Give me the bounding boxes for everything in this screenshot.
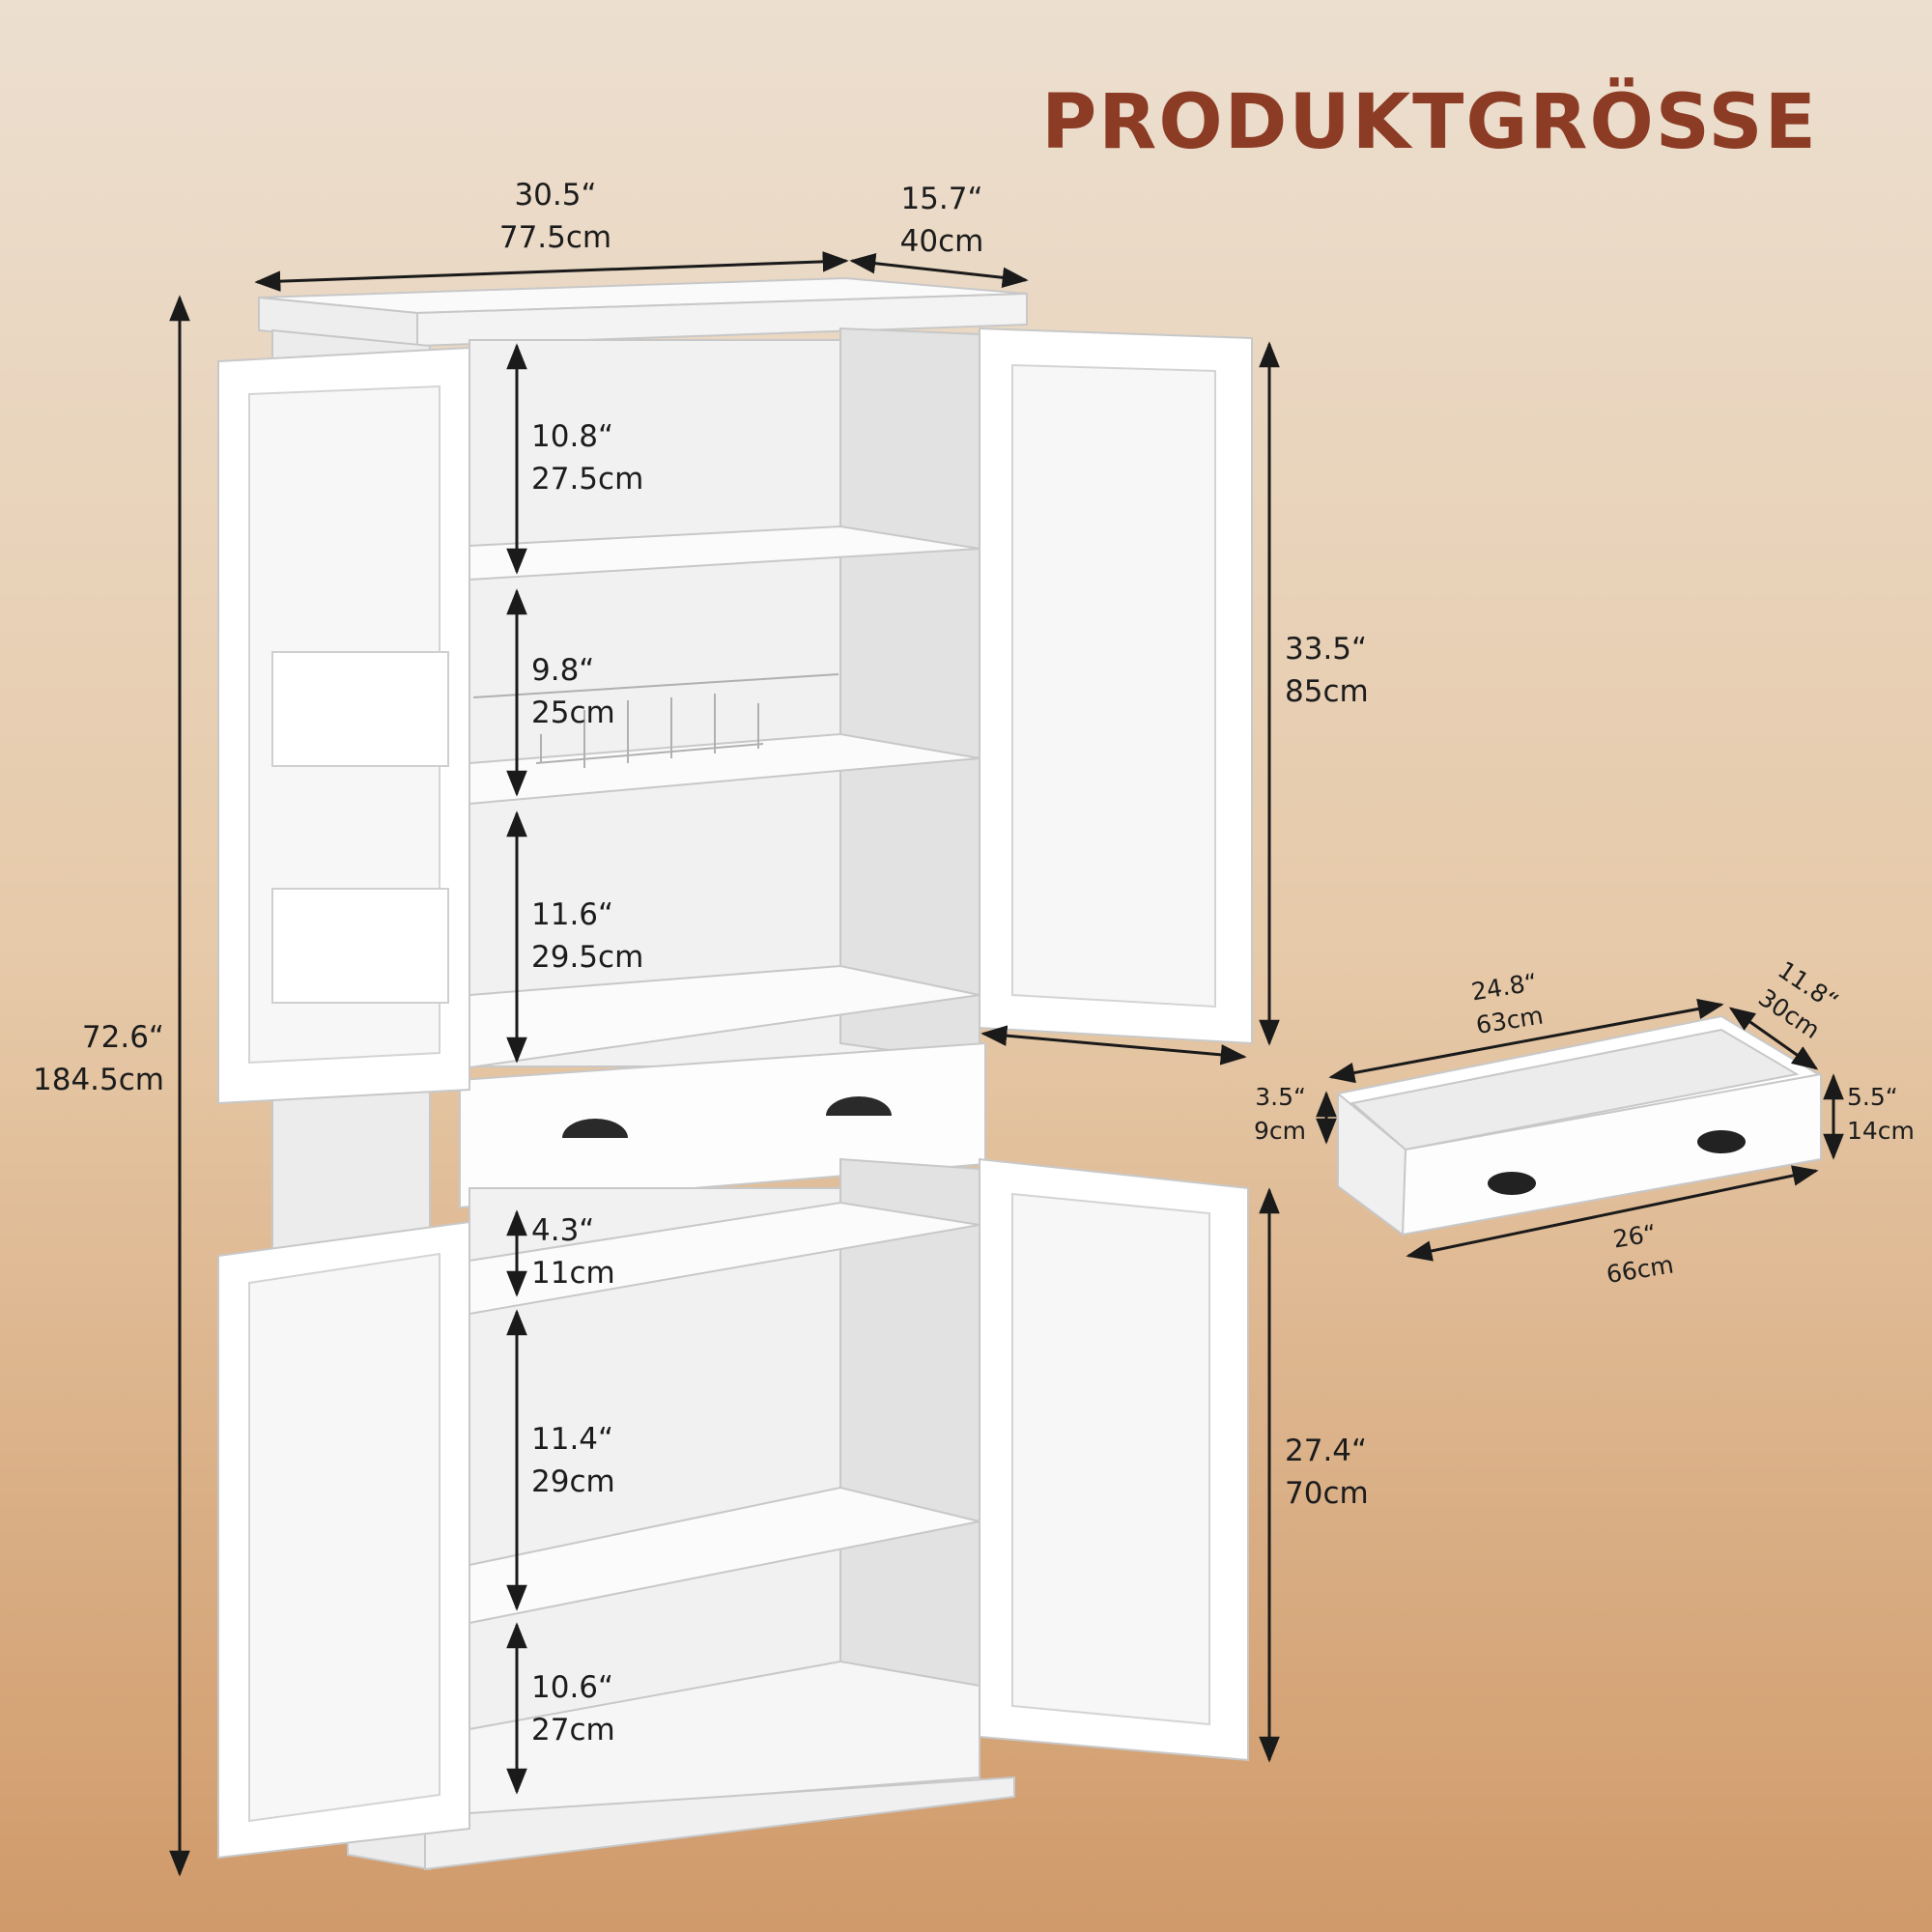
drawer-handle-icon	[1488, 1172, 1536, 1195]
label-top-width: 30.5“77.5cm	[498, 178, 612, 255]
label-shelf-2: 9.8“25cm	[531, 653, 615, 730]
label-lower-shelf-3: 10.6“27cm	[531, 1670, 615, 1747]
label-lower-shelf-1: 4.3“11cm	[531, 1213, 615, 1291]
label-lower-shelf-2: 11.4“29cm	[531, 1422, 615, 1499]
label-shelf-1: 10.8“27.5cm	[531, 419, 644, 497]
door-storage-bin	[271, 651, 449, 767]
arrow-drawer-outer-width	[1406, 1165, 1819, 1262]
label-top-depth: 15.7“40cm	[899, 182, 984, 259]
plate-rack	[472, 673, 839, 768]
label-shelf-3: 11.6“29.5cm	[531, 897, 644, 975]
arrow-upper-depth	[980, 1025, 1247, 1065]
drawer-handle-icon	[826, 1096, 892, 1116]
label-upper-section: 33.5“85cm	[1285, 632, 1369, 709]
pantry-cabinet	[217, 276, 1253, 1871]
arrow-top-depth	[849, 252, 1029, 289]
page-title: PRODUKTGRÖSSE	[1041, 79, 1818, 166]
drawer-illustration	[1337, 1014, 1823, 1236]
drawer-handle-icon	[1697, 1130, 1746, 1153]
label-lower-section: 27.4“70cm	[1285, 1434, 1369, 1511]
label-drawer-inner-height: 3.5“9cm	[1253, 1083, 1306, 1145]
label-drawer-outer-height: 5.5“14cm	[1847, 1083, 1915, 1145]
arrow-drawer-inner-width	[1328, 998, 1724, 1084]
arrow-top-width	[254, 251, 849, 292]
drawer-handle-icon	[562, 1119, 628, 1138]
arrow-drawer-depth	[1728, 1007, 1819, 1070]
door-storage-bin	[271, 888, 449, 1004]
label-total-height: 72.6“184.5cm	[33, 1020, 164, 1097]
